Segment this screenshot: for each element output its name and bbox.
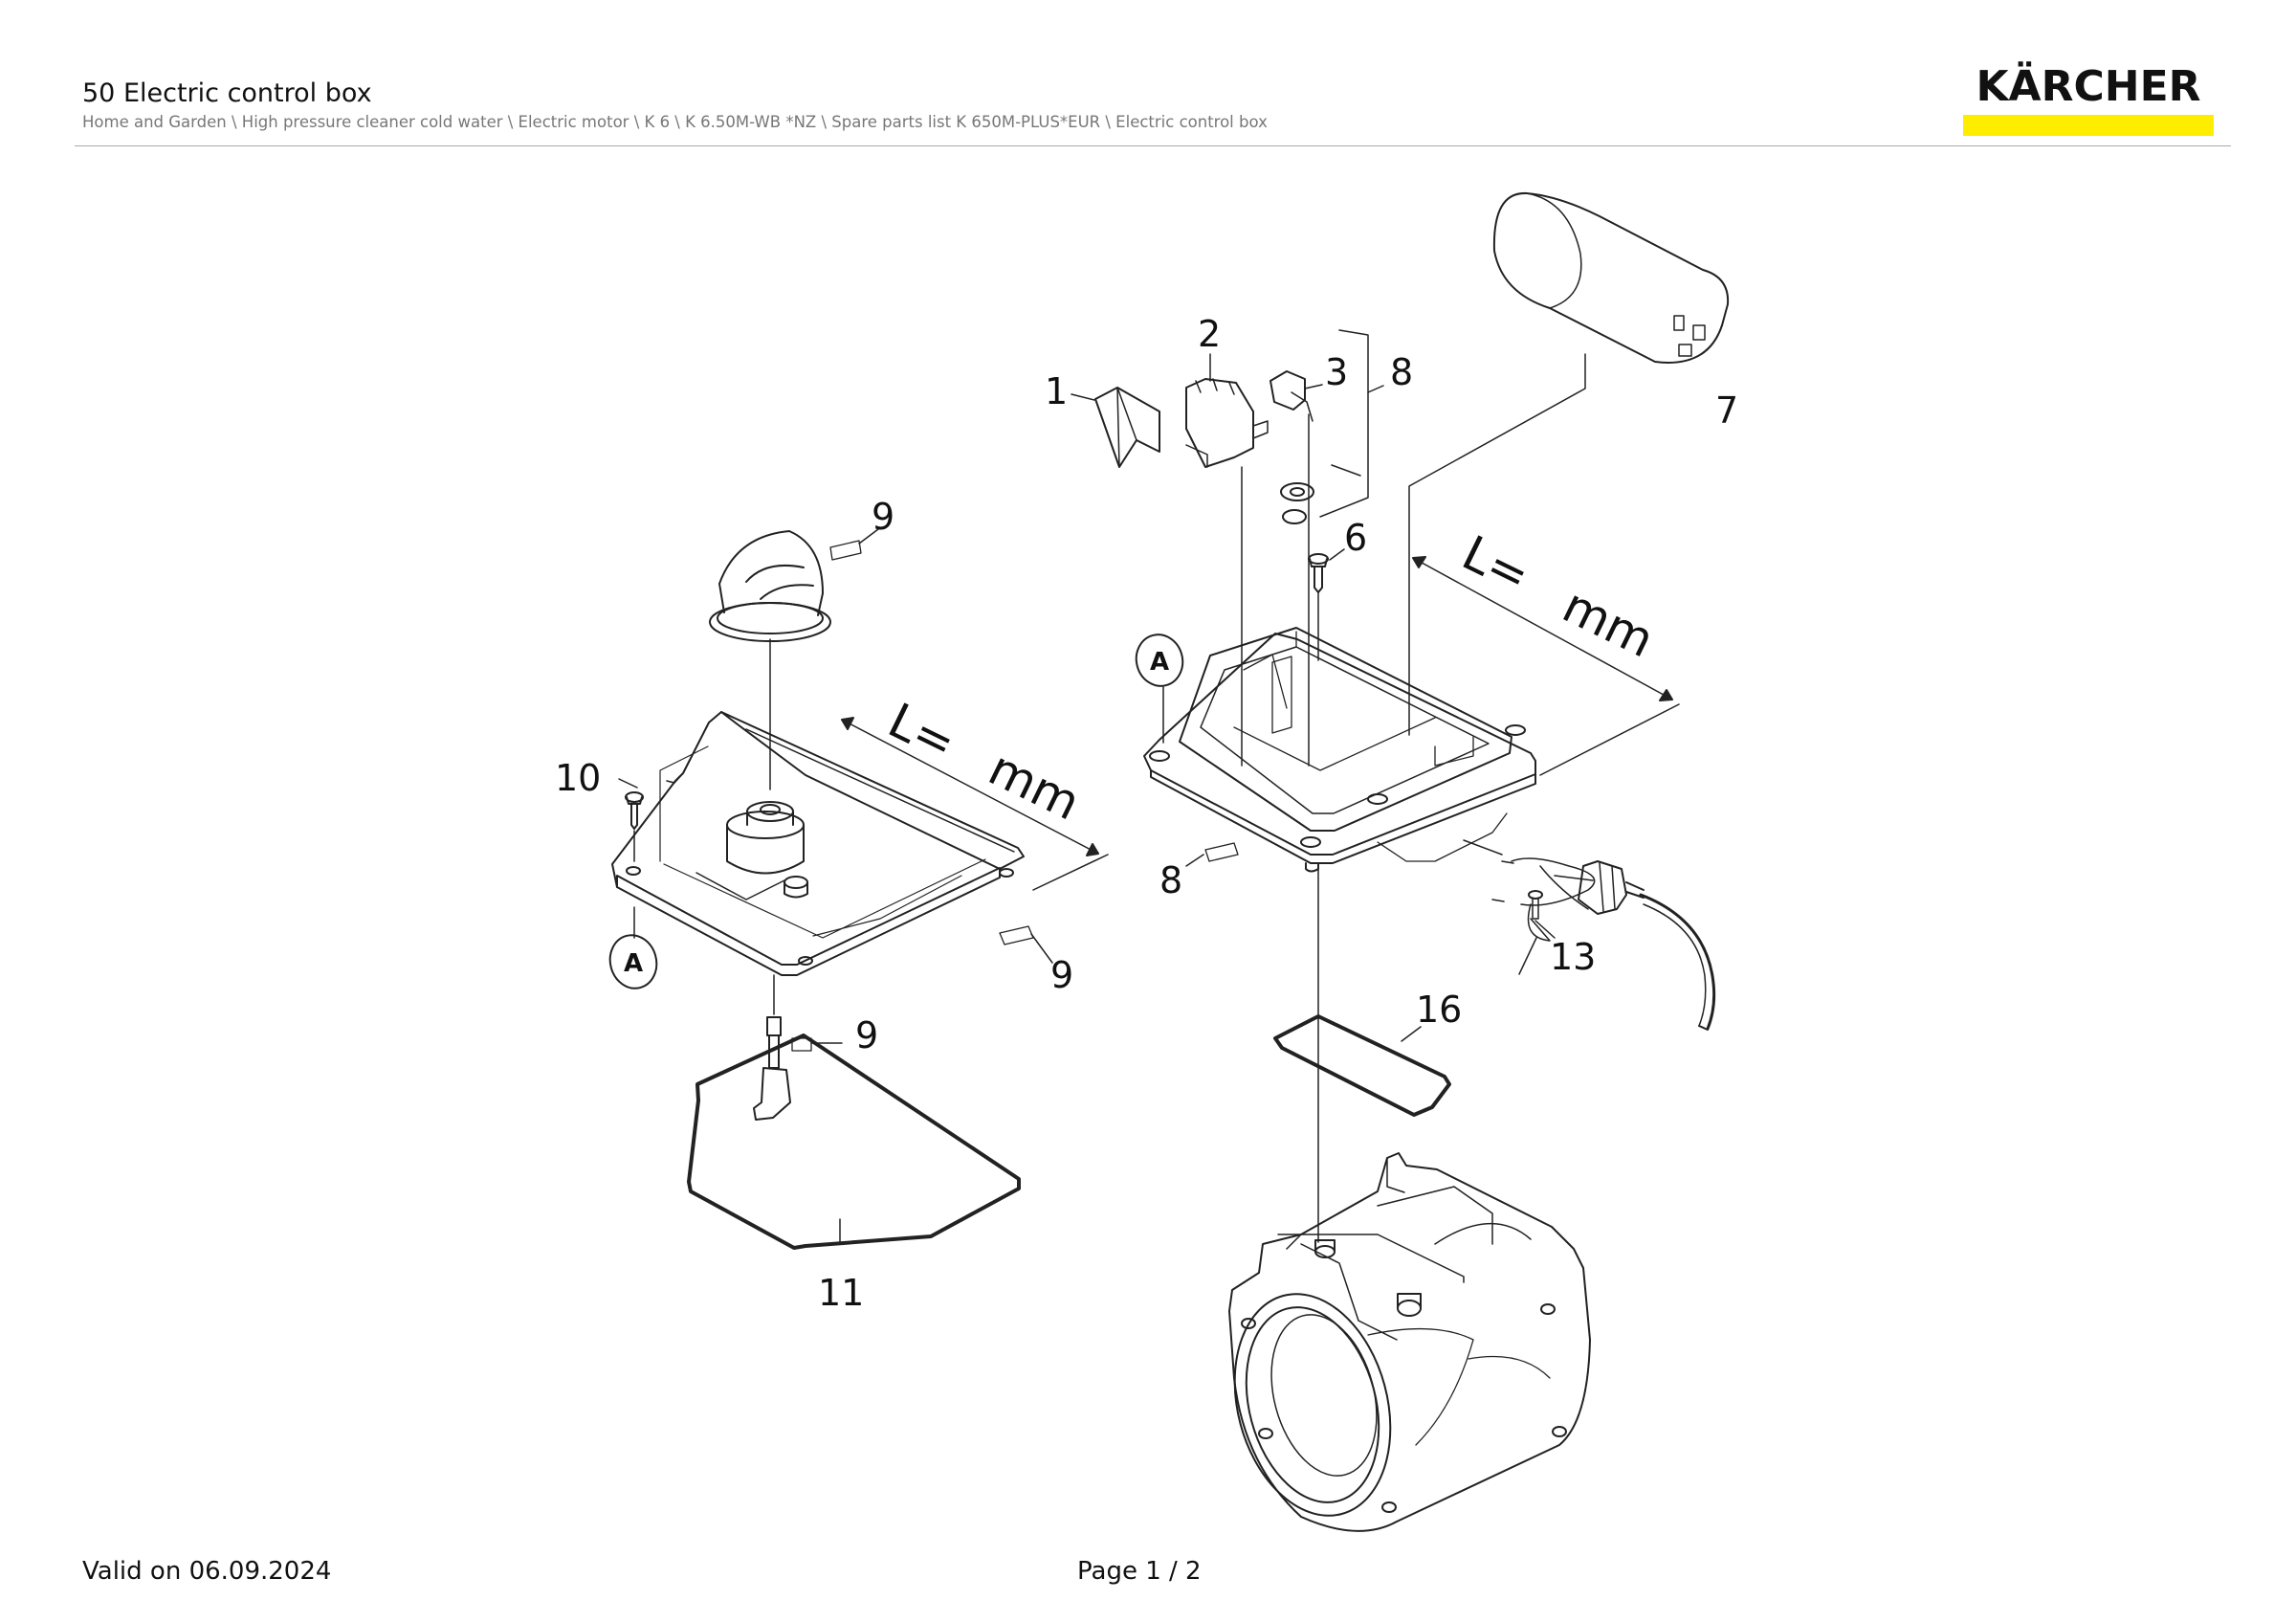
capacitor-7-part [1492, 191, 1730, 364]
bracket-1-part [1094, 387, 1160, 468]
callout-label: 10 [555, 757, 601, 799]
footer-page-number: Page 1 / 2 [1077, 1557, 1202, 1586]
bracket-8-line [1319, 329, 1369, 518]
switch-shaft-part [753, 974, 791, 1121]
callout-label: 8 [1159, 859, 1182, 901]
length-label-mm: mm [981, 741, 1089, 832]
washer-hole [1290, 487, 1305, 497]
length-label-l: L= [880, 693, 964, 772]
leader-line [1463, 839, 1503, 856]
page-title: 50 Electric control box [82, 78, 372, 108]
right-control-box-part [1143, 627, 1536, 873]
callout-leaders [618, 528, 1537, 1245]
clip-3-part [1269, 370, 1323, 422]
marker-a-right [1135, 634, 1184, 687]
callout-label: 13 [1550, 936, 1596, 978]
dimension-left [841, 717, 1109, 891]
footer-valid-date: Valid on 06.09.2024 [82, 1557, 332, 1586]
callout-label: 9 [855, 1014, 878, 1056]
marker-a-left [608, 934, 658, 989]
marker-a-label: A [624, 949, 643, 978]
callout-label: 2 [1198, 313, 1221, 355]
header-divider [75, 145, 2231, 146]
callout-label: 6 [1344, 517, 1367, 559]
callout-label: 1 [1045, 370, 1068, 412]
dimension-right [1412, 556, 1673, 701]
leader-line [1539, 703, 1680, 776]
left-cover-part [611, 711, 1025, 976]
callout-label: 8 [1390, 351, 1413, 393]
leader-line [1071, 393, 1095, 401]
screw-6-part [1308, 553, 1329, 661]
leader-line [1367, 385, 1384, 393]
tape-marks [791, 540, 1239, 1052]
brand-logo-bar [1963, 115, 2214, 136]
gasket-11-part [687, 1034, 1021, 1250]
callout-label: 3 [1325, 351, 1348, 393]
leader-line [1408, 353, 1586, 736]
washer-part [1280, 482, 1314, 501]
callout-label: 9 [1050, 954, 1073, 996]
bracket-1-edge [1116, 387, 1137, 468]
motor-flange-part [1228, 1152, 1591, 1532]
callout-label: 16 [1416, 989, 1462, 1031]
screw-10-part [625, 791, 644, 862]
length-label-l: L= [1454, 525, 1538, 605]
length-label-mm: mm [1555, 578, 1663, 669]
marker-a-label: A [1150, 648, 1169, 677]
callout-label: 7 [1715, 389, 1738, 432]
o-ring-part [1282, 509, 1307, 524]
left-knob-part [709, 530, 831, 642]
brand-logo-text: KÄRCHER [1976, 62, 2201, 111]
cable-13-part [1491, 857, 1716, 1031]
brand-logo: KÄRCHER [1963, 63, 2214, 138]
breadcrumb: Home and Garden \ High pressure cleaner … [82, 113, 1268, 131]
callout-label: 9 [872, 496, 894, 538]
switch-2-part [1185, 353, 1269, 468]
gasket-16-part [1273, 1014, 1451, 1117]
callout-label: 11 [818, 1272, 864, 1314]
leader-line [1331, 464, 1361, 477]
